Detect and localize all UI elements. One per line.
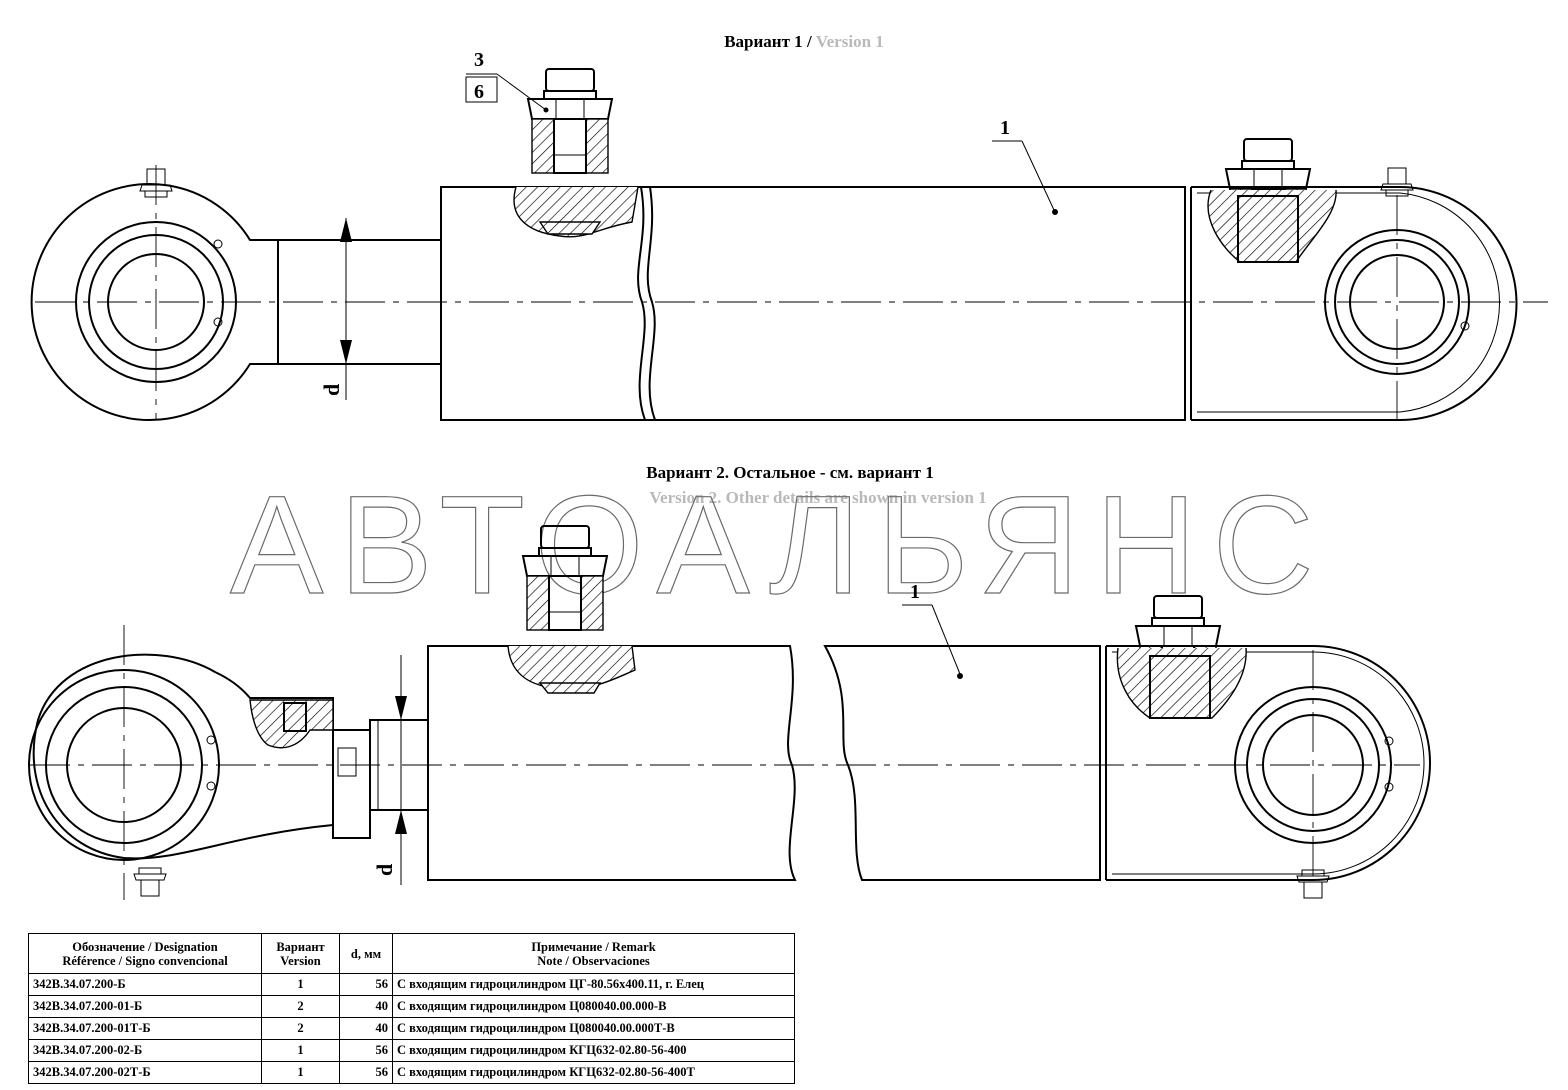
cell-d: 56 [339, 1061, 393, 1084]
cell-variant: 2 [261, 1017, 340, 1040]
cell-remark: С входящим гидроцилиндром КГЦ632-02.80-5… [392, 1061, 795, 1084]
svg-text:1: 1 [1000, 117, 1010, 139]
cell-remark: С входящим гидроцилиндром КГЦ632-02.80-5… [392, 1039, 795, 1062]
cylinder-barrel-v2 [427, 645, 1107, 881]
cell-d: 40 [339, 995, 393, 1018]
callout-3-6: 3 6 [465, 49, 549, 113]
svg-text:6: 6 [474, 81, 484, 103]
cell-remark: С входящим гидроцилиндром Ц080040.00.000… [392, 1017, 795, 1040]
table-row: 342В.34.07.200-01-Б 2 40 С входящим гидр… [28, 995, 795, 1018]
dimension-d-label: d [319, 384, 344, 396]
version-1-heading: Вариант 1 / Version 1 [724, 32, 884, 51]
rear-cylinder-eye [1191, 167, 1518, 421]
cell-designation: 342В.34.07.200-01Т-Б [28, 1017, 262, 1040]
cylinder-barrel [440, 186, 1192, 421]
diameter-dimension: d [319, 218, 352, 400]
cell-designation: 342В.34.07.200-Б [28, 973, 262, 996]
cell-d: 56 [339, 973, 393, 996]
left-rod-eye [30, 168, 278, 421]
cell-d: 40 [339, 1017, 393, 1040]
table-row: 342В.34.07.200-02-Б 1 56 С входящим гидр… [28, 1039, 795, 1062]
rear-cylinder-eye-v2 [1106, 645, 1431, 899]
svg-text:1: 1 [910, 581, 920, 603]
version-2-heading-en: Version 2. Other details are shown in ve… [649, 488, 986, 507]
watermark: АВТОАЛЬЯНС [230, 466, 1330, 623]
dimension-d-label-v2: d [372, 864, 397, 876]
cell-remark: С входящим гидроцилиндром Ц080040.00.000… [392, 995, 795, 1018]
version-2-heading: Вариант 2. Остальное - см. вариант 1 [646, 463, 933, 482]
table-row: 342В.34.07.200-Б 1 56 С входящим гидроци… [28, 973, 795, 996]
cell-variant: 2 [261, 995, 340, 1018]
bleed-nut-plug-left [527, 68, 613, 174]
table-row: 342В.34.07.200-02Т-Б 1 56 С входящим гид… [28, 1061, 795, 1084]
cell-d: 56 [339, 1039, 393, 1062]
cell-variant: 1 [261, 1039, 340, 1062]
svg-text:3: 3 [474, 49, 484, 71]
callout-1-v1: 1 [992, 117, 1055, 211]
cell-designation: 342В.34.07.200-02-Б [28, 1039, 262, 1062]
lock-nut [332, 729, 371, 839]
version-2-view: d 1 [28, 525, 1431, 900]
diameter-dimension-v2: d [372, 655, 407, 885]
column-header-d: d, мм [339, 933, 393, 974]
version-1-view: d 3 [30, 49, 1548, 421]
cell-designation: 342В.34.07.200-02Т-Б [28, 1061, 262, 1084]
left-rod-eye-v2 [28, 653, 334, 897]
table-row: 342В.34.07.200-01Т-Б 2 40 С входящим гид… [28, 1017, 795, 1040]
callout-1-v2: 1 [902, 581, 961, 675]
cell-designation: 342В.34.07.200-01-Б [28, 995, 262, 1018]
cell-variant: 1 [261, 973, 340, 996]
cell-variant: 1 [261, 1061, 340, 1084]
cell-remark: С входящим гидроцилиндром ЦГ-80.56х400.1… [392, 973, 795, 996]
